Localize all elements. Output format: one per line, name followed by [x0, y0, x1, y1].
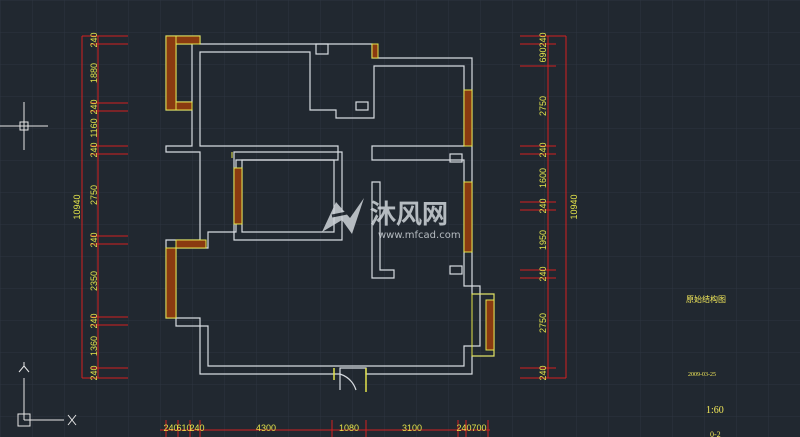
- right-dim-6: 240: [538, 198, 548, 213]
- bottom-dim-5: 1080: [339, 423, 359, 433]
- fixture-box-1: [315, 43, 329, 55]
- left-dim-4: 1160: [89, 118, 99, 137]
- bottom-dim-2: 610: [176, 423, 191, 433]
- left-dim-2: 1880: [89, 63, 99, 83]
- left-dim-9: 240: [89, 313, 99, 328]
- right-dim-5: 1600: [538, 168, 548, 188]
- left-dim-5: 240: [89, 142, 99, 157]
- crosshair-cursor-icon: [0, 102, 48, 150]
- right-dimension-lines: [520, 35, 567, 379]
- right-dim-2: 690: [538, 47, 548, 62]
- left-dim-10: 1360: [89, 336, 99, 356]
- bottom-dimension-labels: 240 610 240 4300 1080 3100 240 700: [163, 423, 486, 433]
- right-dim-10: 240: [538, 365, 548, 380]
- watermark-url: www.mfcad.com: [378, 230, 461, 241]
- right-dim-8: 240: [538, 266, 548, 281]
- left-dim-8: 2350: [89, 271, 99, 291]
- left-dim-1: 240: [89, 32, 99, 47]
- bottom-dim-7: 240: [456, 423, 471, 433]
- entry-door-swing: [339, 373, 357, 391]
- fixture-box-3: [449, 153, 463, 163]
- left-dim-3: 240: [89, 99, 99, 114]
- right-dim-7: 1950: [538, 230, 548, 250]
- bottom-dim-6: 3100: [402, 423, 422, 433]
- right-total-dim: 10940: [569, 194, 579, 219]
- drawing-date: 2009-03-25: [688, 372, 716, 378]
- bottom-dimension-lines: [160, 420, 490, 437]
- left-dimension-lines: [81, 35, 128, 379]
- right-dimension-labels: 240 690 2750 240 1600 240 1950 240 2750 …: [538, 32, 579, 380]
- right-dim-4: 240: [538, 142, 548, 157]
- ucs-axis-icon: [17, 362, 77, 427]
- bottom-dim-3: 240: [189, 423, 204, 433]
- fixture-box-2: [355, 101, 369, 111]
- bottom-dim-4: 4300: [256, 423, 276, 433]
- left-dim-6: 2750: [89, 185, 99, 205]
- right-dim-1: 240: [538, 32, 548, 47]
- left-dim-7: 240: [89, 232, 99, 247]
- left-total-dim: 10940: [72, 194, 82, 219]
- fixture-box-4: [449, 265, 463, 275]
- right-dim-9: 2750: [538, 313, 548, 333]
- left-dimension-labels: 240 1880 240 1160 240 2750 240 2350 240 …: [72, 32, 99, 380]
- right-dim-3: 2750: [538, 96, 548, 116]
- bottom-dim-1: 240: [163, 423, 178, 433]
- drawing-title: 原始结构图: [686, 294, 726, 304]
- watermark-title: 沐风网: [370, 200, 448, 230]
- watermark: 沐风网 www.mfcad.com: [322, 198, 461, 241]
- outer-wall-outline: [165, 35, 495, 375]
- left-dim-11: 240: [89, 365, 99, 380]
- corridor-partition: [371, 181, 395, 279]
- watermark-logo-icon: [322, 198, 364, 234]
- drawing-corner-text: 0-2: [710, 430, 721, 437]
- structural-highlights: [165, 35, 495, 392]
- drawing-scale: 1:60: [706, 405, 724, 416]
- bottom-dim-8: 700: [471, 423, 486, 433]
